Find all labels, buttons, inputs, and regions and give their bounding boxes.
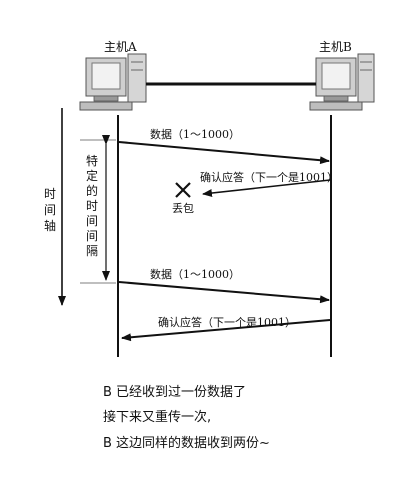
data-arrow-1 <box>118 141 330 165</box>
time-axis-char: 时 <box>44 187 56 201</box>
caption-line-1: B 已经收到过一份数据了 <box>103 385 247 400</box>
data-arrow-2 <box>118 281 330 304</box>
interval-char: 定 <box>86 168 98 183</box>
interval-char: 的 <box>86 183 98 198</box>
interval-char: 间 <box>86 214 98 228</box>
host-a-label: 主机A <box>104 40 137 54</box>
ack-label-1: 确认应答（下一个是1001） <box>200 170 338 184</box>
caption-line-3: B 这边同样的数据收到两份~ <box>103 436 270 451</box>
data-label-2: 数据（1～1000） <box>150 267 240 281</box>
time-axis-label: 时 间 轴 <box>44 187 56 233</box>
data-label-1: 数据（1～1000） <box>150 127 240 141</box>
specific-interval-label: 特 定 的 时 间 间 隔 <box>86 153 98 258</box>
interval-char: 时 <box>86 199 98 213</box>
interval-char: 特 <box>86 153 98 168</box>
lost-packet-label: 丢包 <box>172 202 194 215</box>
caption-line-2: 接下来又重传一次, <box>103 410 212 425</box>
x-mark-icon <box>175 182 191 198</box>
ack-label-2: 确认应答（下一个是1001） <box>158 315 296 329</box>
interval-char: 间 <box>86 229 98 243</box>
time-axis-char: 间 <box>44 203 56 217</box>
ack-arrow-2 <box>121 319 331 342</box>
host-b-computer-icon <box>309 53 375 111</box>
time-axis-char: 轴 <box>44 218 56 233</box>
host-b-label: 主机B <box>319 40 352 54</box>
ack-arrow-lost <box>202 179 331 197</box>
host-a-computer-icon <box>79 53 147 111</box>
interval-char: 隔 <box>86 244 98 258</box>
